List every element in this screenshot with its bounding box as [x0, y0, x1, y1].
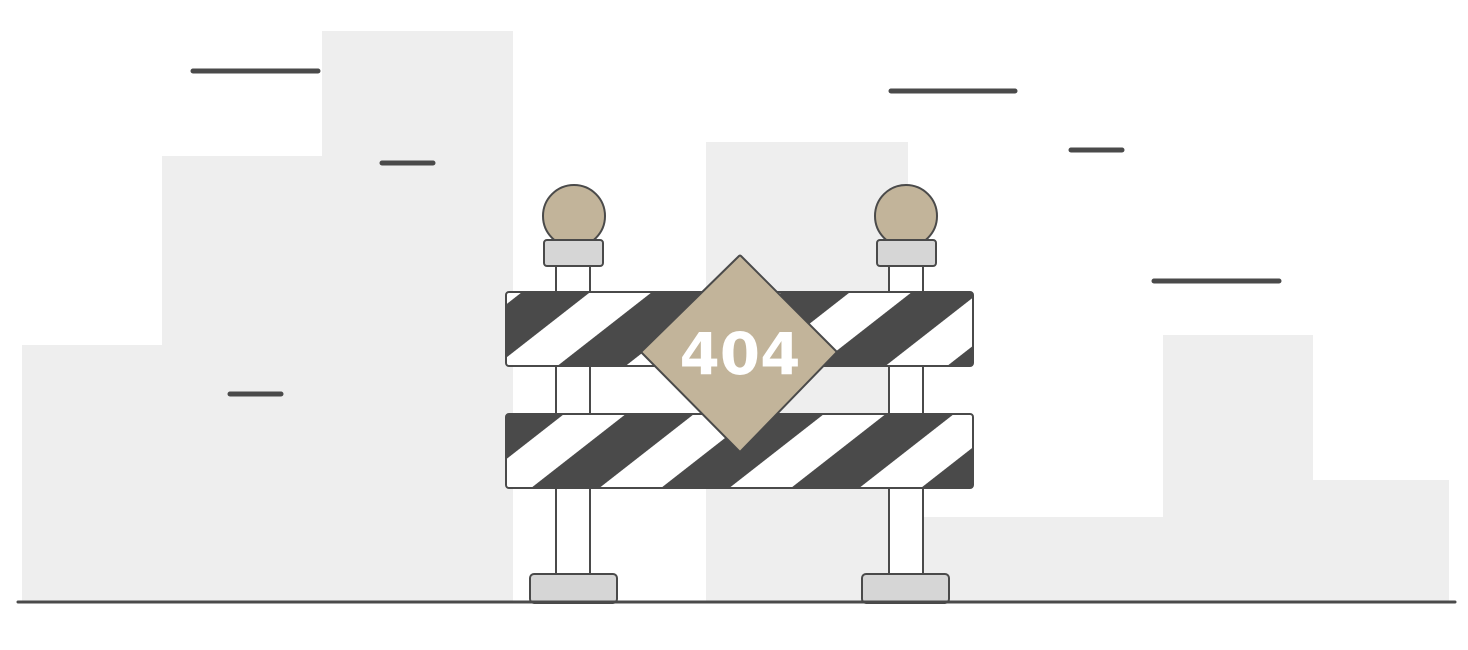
road-barrier-icon: 404: [505, 184, 974, 604]
building: [162, 156, 334, 602]
error-code-text: 404: [679, 320, 800, 388]
building: [1312, 480, 1449, 602]
left-post: [529, 184, 618, 604]
building: [22, 345, 182, 602]
lamp-cap: [876, 239, 937, 267]
lamp-cap: [543, 239, 604, 267]
warning-lamp-icon: [874, 184, 938, 248]
post-base: [529, 573, 618, 604]
sign-diamond: [640, 254, 838, 453]
wind-dashes: [190, 68, 1282, 397]
building: [322, 31, 513, 602]
building: [1163, 335, 1313, 602]
diamond-sign: 404: [640, 254, 838, 453]
warning-lamp-icon: [542, 184, 606, 248]
post-base: [861, 573, 950, 604]
